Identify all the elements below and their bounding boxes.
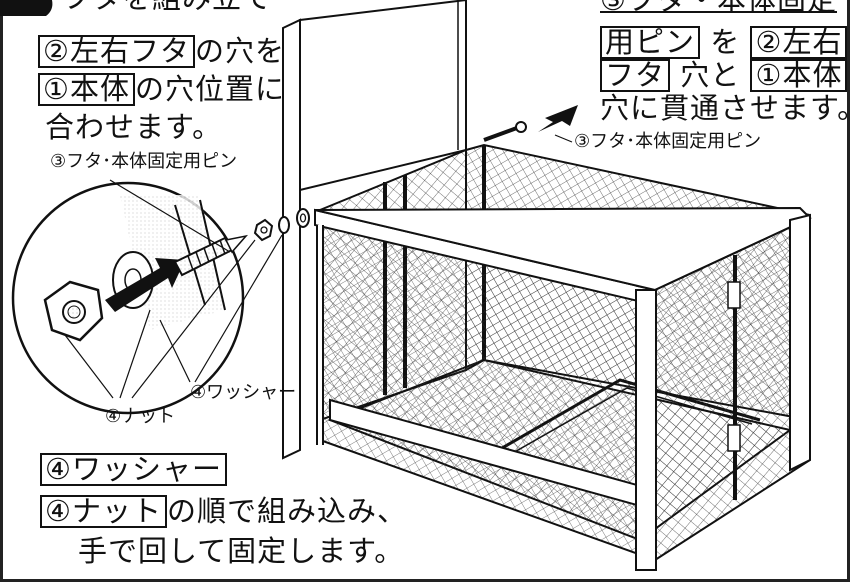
instruction-line: 合わせます。 (45, 110, 223, 144)
callout-washer: ④ワッシャー (190, 382, 297, 403)
instruction-line: ④ワッシャー (40, 453, 227, 486)
instruction-line: ①本体の穴位置に (38, 73, 285, 106)
instruction-line: ④ナットの順で組み込み、 (40, 495, 407, 528)
part-label-lid: ②左右 (750, 26, 848, 59)
step-number-badge (0, 0, 53, 16)
part-label-body: ①本体 (38, 73, 135, 106)
lid-panel (282, 0, 467, 460)
instruction-line: フタ 穴と ①本体 (600, 59, 848, 92)
instruction-line: ②左右フタの穴を (38, 35, 285, 68)
part-label-nut: ④ナット (40, 495, 167, 528)
small-parts (253, 208, 310, 242)
callout-nut: ④ナット (105, 406, 176, 427)
pin-icon (173, 234, 249, 277)
part-label-pin: 用ピン (600, 26, 701, 59)
instruction-line: 用ピン を ②左右 (600, 26, 848, 59)
step-title-partial: フタを組み立て (62, 0, 272, 13)
right-side-panel (635, 213, 811, 571)
pin-icon (483, 121, 527, 142)
instruction-line: ③フタ・本体固定 (600, 0, 837, 17)
zoom-detail (11, 181, 249, 415)
instruction-line: 穴に貫通させます。 (600, 91, 850, 125)
nut-icon (43, 280, 104, 342)
part-label-washer: ④ワッシャー (40, 453, 227, 486)
instruction-line: 手で回して固定します。 (78, 534, 405, 568)
part-label-lid: フタ (600, 59, 671, 92)
insert-arrow-icon (538, 105, 578, 132)
part-label-lid: ②左右フタ (38, 35, 195, 68)
callout-pin-left: ③フタ･本体固定用ピン (50, 151, 238, 172)
leader-lines (64, 179, 283, 399)
callout-pin-right: ③フタ･本体固定用ピン (574, 131, 762, 152)
part-label-body: ①本体 (750, 59, 848, 92)
